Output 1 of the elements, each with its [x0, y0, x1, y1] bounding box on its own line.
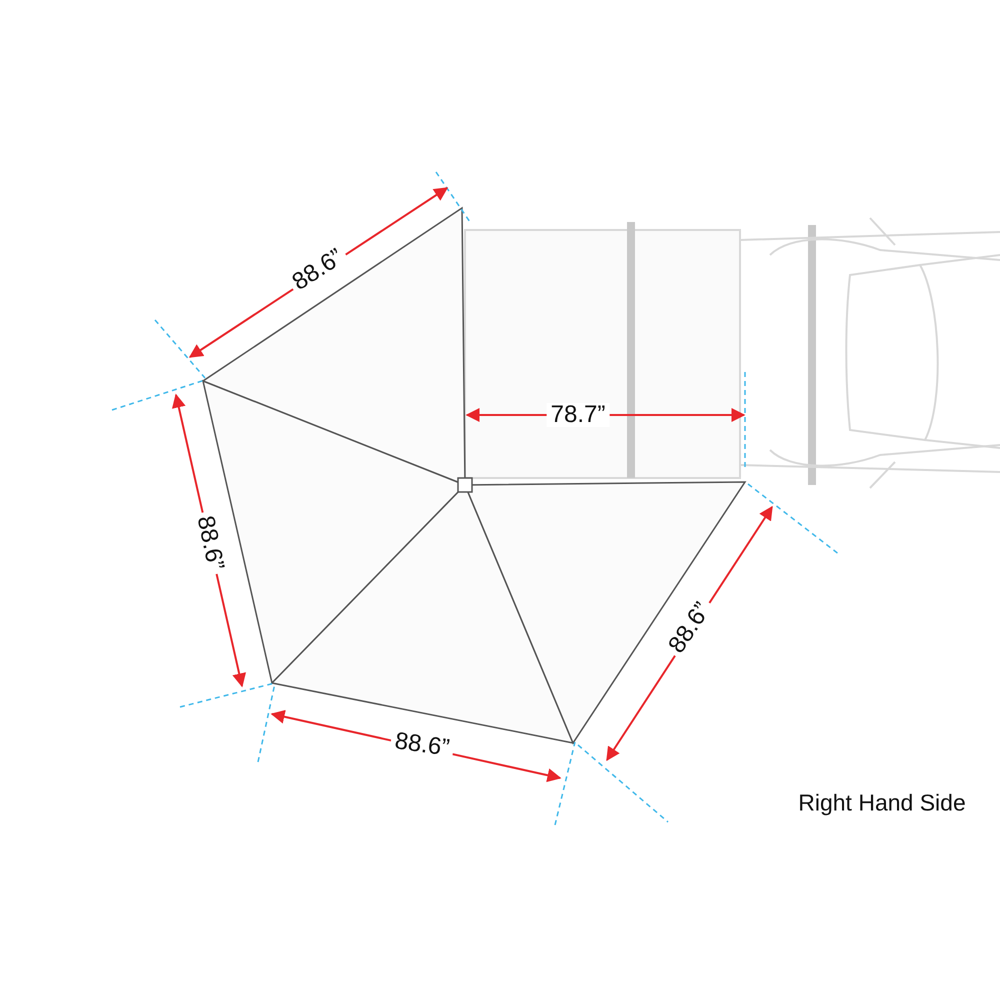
dimension-label: 78.7”	[546, 403, 610, 427]
